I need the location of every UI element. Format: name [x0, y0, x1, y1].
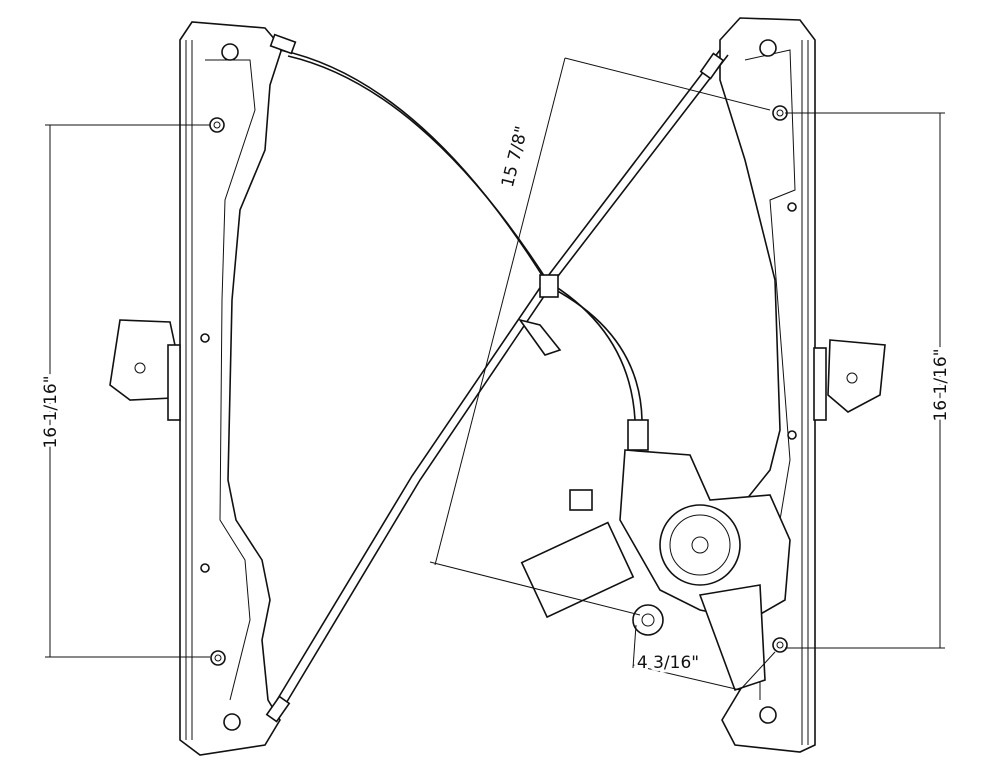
right-height-label: 16 1/16"	[931, 348, 951, 421]
diagonal-travel-label: 15 7/8"	[498, 124, 532, 189]
cables	[265, 33, 729, 723]
left-rail	[109, 21, 283, 756]
motor-assembly	[520, 419, 791, 692]
motor-offset-label: 4 3/16"	[637, 653, 699, 673]
left-height-label: 16 1/16"	[41, 375, 61, 448]
dimension-lines	[45, 57, 945, 691]
